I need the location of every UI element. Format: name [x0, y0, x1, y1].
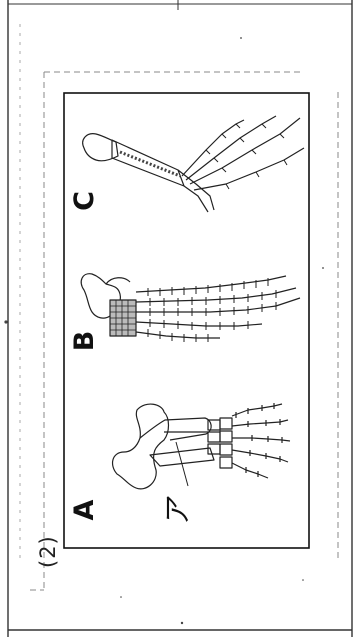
part-marker-label: ア	[163, 498, 193, 528]
figure-label-b: B	[70, 326, 100, 356]
forelimb-a-drawing	[113, 403, 290, 489]
flipper-b-drawing	[81, 274, 300, 342]
question-number: (2)	[36, 535, 60, 568]
figure-label-a: A	[70, 495, 100, 525]
figure-label-c: C	[70, 186, 100, 216]
wing-c-drawing	[83, 116, 304, 212]
